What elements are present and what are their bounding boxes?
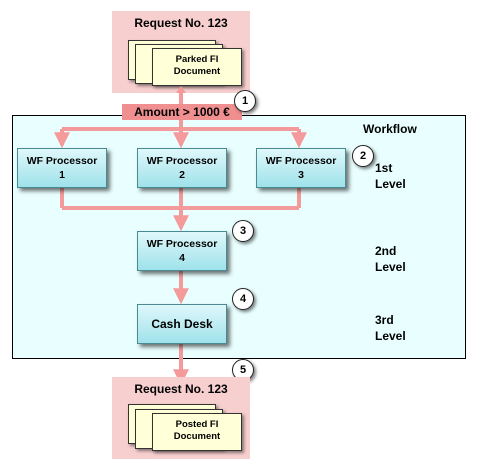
processor-2[interactable]: WF Processor 2: [137, 148, 227, 188]
bottom-document: Posted FI Document: [152, 413, 242, 451]
bottom-document-line2: Document: [173, 431, 221, 442]
processor-1-label: WF Processor: [26, 155, 98, 167]
processor-2-number: 2: [179, 169, 185, 181]
cash-desk-label: Cash Desk: [151, 317, 213, 331]
step-2-marker: 2: [352, 145, 374, 167]
processor-1[interactable]: WF Processor 1: [17, 148, 107, 188]
top-document-line1: Parked FI: [175, 54, 219, 65]
bottom-document-line1: Posted FI: [175, 419, 219, 430]
step-4-marker: 4: [232, 288, 254, 310]
processor-4-label: WF Processor: [146, 238, 218, 250]
processor-3-label: WF Processor: [265, 155, 337, 167]
processor-3[interactable]: WF Processor 3: [256, 148, 346, 188]
top-request-title: Request No. 123: [134, 16, 228, 30]
workflow-label: Workflow: [363, 122, 417, 136]
top-document-line2: Document: [173, 66, 221, 77]
top-document: Parked FI Document: [152, 48, 242, 86]
processor-4-number: 4: [179, 252, 185, 264]
processor-4[interactable]: WF Processor 4: [137, 231, 227, 271]
processor-3-number: 3: [298, 169, 304, 181]
amount-condition: Amount > 1000 €: [122, 104, 242, 120]
cash-desk[interactable]: Cash Desk: [137, 304, 227, 344]
bottom-request-title: Request No. 123: [134, 382, 228, 396]
processor-2-label: WF Processor: [146, 155, 218, 167]
processor-1-number: 1: [59, 169, 65, 181]
step-3-marker: 3: [232, 220, 254, 242]
step-1-marker: 1: [234, 90, 256, 112]
